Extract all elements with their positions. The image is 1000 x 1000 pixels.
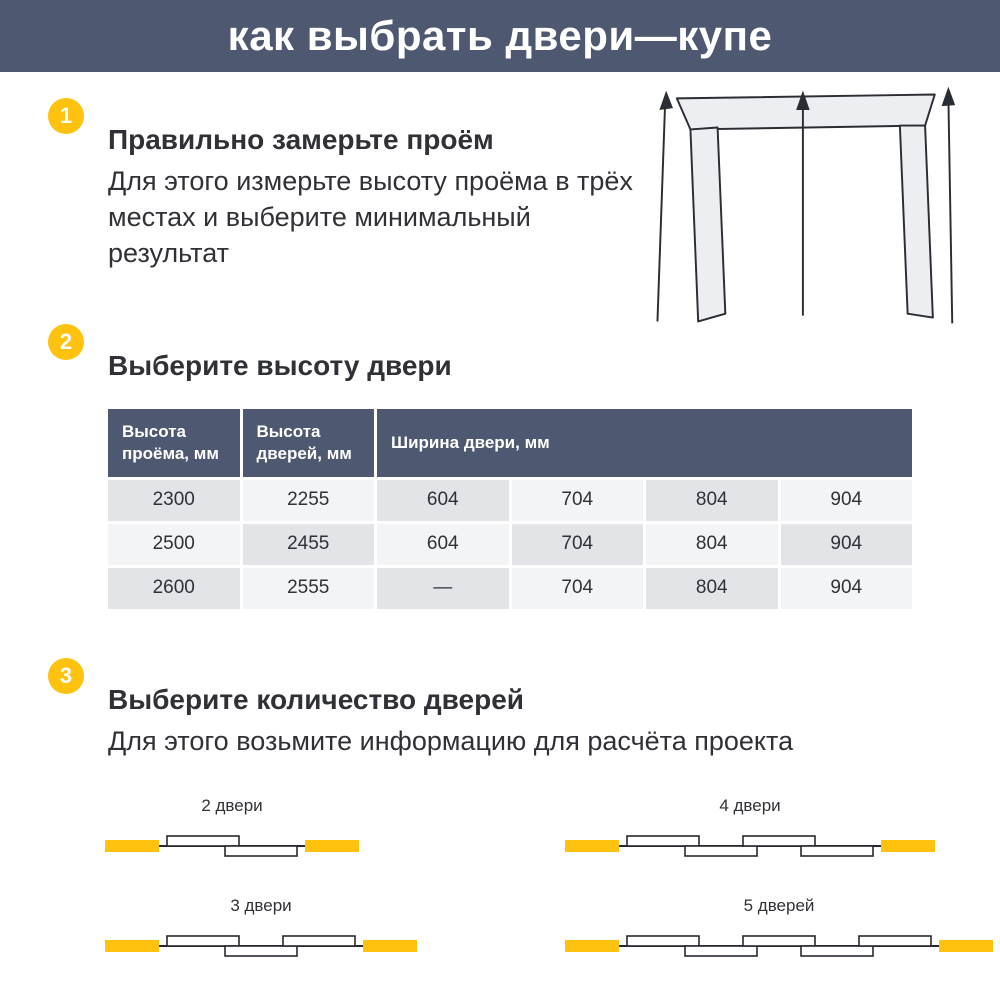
diagram-label: 4 двери bbox=[719, 795, 781, 815]
measure-arrowhead-center bbox=[796, 90, 810, 111]
diagram-label: 3 двери bbox=[230, 895, 292, 915]
step-1-title: Правильно замерьте проём bbox=[108, 124, 494, 155]
step-1-content: Правильно замерьте проём Для этого измер… bbox=[108, 124, 653, 272]
table-cell: 2455 bbox=[242, 523, 374, 565]
step-1: 1 Правильно замерьте проём Для этого изм… bbox=[0, 98, 1000, 272]
table-cell: 804 bbox=[646, 523, 778, 565]
table-cell: 904 bbox=[780, 523, 912, 565]
table-row: 2300 2255 604 704 804 904 bbox=[108, 479, 912, 521]
measure-arrowhead-left bbox=[659, 90, 673, 111]
page-title: как выбрать двери—купе bbox=[227, 12, 773, 59]
table-cell: 2500 bbox=[108, 523, 240, 565]
diagram-3-doors: 3 двери bbox=[105, 896, 417, 964]
step-2-content: Выберите высоту двери bbox=[108, 350, 452, 382]
step-1-number-badge: 1 bbox=[48, 98, 84, 134]
table-cell: 2300 bbox=[108, 479, 240, 521]
step-3: 3 Выберите количество дверей Для этого в… bbox=[0, 657, 1000, 760]
door-diagram bbox=[105, 834, 359, 857]
door-left-jamb bbox=[689, 126, 727, 323]
table-cell: 2555 bbox=[242, 567, 374, 609]
table-cell: 704 bbox=[511, 523, 643, 565]
step-3-content: Выберите количество дверей Для этого воз… bbox=[108, 684, 793, 760]
step-3-title: Выберите количество дверей bbox=[108, 683, 524, 715]
table-row: 2500 2455 604 704 804 904 bbox=[108, 523, 912, 565]
table-head: Высота проёма, мм Высота дверей, мм Шири… bbox=[108, 408, 912, 477]
table-cell: 2600 bbox=[108, 567, 240, 609]
step-2-number-badge: 2 bbox=[48, 323, 84, 360]
step-3-body: Для этого возьмите информацию для расчёт… bbox=[108, 725, 794, 756]
table-cell: 604 bbox=[377, 479, 509, 521]
table-header-door-width: Ширина двери, мм bbox=[377, 408, 912, 477]
table-cell: 904 bbox=[780, 479, 912, 521]
door-diagram bbox=[565, 834, 935, 857]
table-body: 2300 2255 604 704 804 904 2500 2455 604 … bbox=[108, 479, 912, 609]
table-cell: 604 bbox=[377, 523, 509, 565]
header-bar: как выбрать двери—купе bbox=[0, 0, 1000, 72]
table-cell: 904 bbox=[780, 567, 912, 609]
measure-arrow-left bbox=[656, 100, 667, 322]
door-diagram bbox=[105, 934, 417, 957]
diagram-label: 5 дверей bbox=[743, 895, 815, 915]
table-row: 2600 2555 — 704 804 904 bbox=[108, 567, 912, 609]
step-2: 2 Выберите высоту двери bbox=[0, 323, 1000, 382]
table-cell: 704 bbox=[511, 479, 643, 521]
measure-arrowhead-right bbox=[941, 86, 956, 107]
table-cell: — bbox=[377, 567, 509, 609]
diagram-5-doors: 5 дверей bbox=[565, 896, 993, 964]
door-right-jamb bbox=[898, 124, 934, 319]
diagram-2-doors: 2 двери bbox=[105, 796, 359, 864]
diagram-label: 2 двери bbox=[201, 795, 263, 815]
table-header-opening-height: Высота проёма, мм bbox=[108, 408, 240, 477]
step-3-number-badge: 3 bbox=[48, 657, 84, 694]
measure-arrow-right bbox=[947, 96, 954, 324]
table-cell: 804 bbox=[646, 567, 778, 609]
table-cell: 804 bbox=[646, 479, 778, 521]
diagram-4-doors: 4 двери bbox=[565, 796, 935, 864]
table-cell: 2255 bbox=[242, 479, 374, 521]
door-height-table: Высота проёма, мм Высота дверей, мм Шири… bbox=[105, 405, 915, 612]
step-1-body: Для этого измерьте высоту проёма в трёх … bbox=[108, 166, 633, 268]
door-frame-measurement-illustration bbox=[656, 86, 956, 324]
door-count-diagrams: 2 двери 4 двери 3 двери 5 дверей bbox=[0, 760, 1000, 964]
door-diagram bbox=[565, 934, 993, 957]
step-2-title: Выберите высоту двери bbox=[108, 349, 452, 381]
table-cell: 704 bbox=[511, 567, 643, 609]
table-header-door-height: Высота дверей, мм bbox=[242, 408, 374, 477]
